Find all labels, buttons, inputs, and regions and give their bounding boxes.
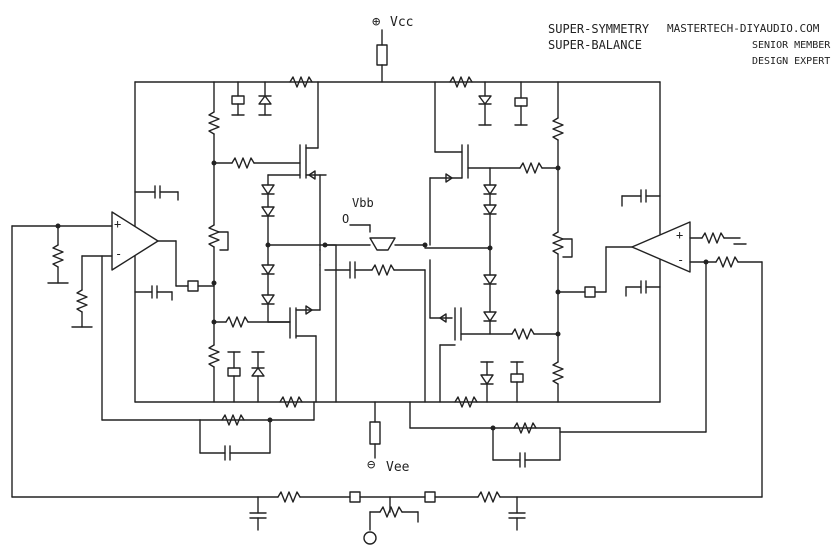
- right-ladder: [552, 81, 573, 403]
- resistor-l1: [208, 111, 220, 135]
- resistor-bottom-left: [279, 396, 303, 408]
- left-feedback-network: [199, 401, 315, 461]
- resistor-r2: [552, 231, 564, 255]
- resistor-top-right: [449, 76, 473, 88]
- left-input-network: [11, 223, 201, 498]
- right-top-network: [478, 81, 528, 126]
- left-ladder: [208, 81, 229, 403]
- right-bottom-network: [480, 361, 524, 403]
- vee-rail: [134, 396, 661, 459]
- left-opamp-plus: +: [114, 217, 122, 231]
- speaker-symbol: [369, 237, 396, 251]
- input-source-symbol: ⊙: [362, 529, 370, 545]
- vee-label: Vee: [386, 460, 410, 475]
- resistor-r1: [552, 117, 564, 141]
- vcc-fuse: [376, 44, 388, 66]
- vbb-label: Vbb: [352, 196, 374, 210]
- rank-line-2: DESIGN EXPERT: [752, 56, 831, 67]
- left-upper-mosfet: [213, 81, 327, 251]
- rank-line-1: SENIOR MEMBER: [752, 40, 831, 51]
- left-lower-mosfet: [213, 264, 321, 403]
- site-name: MASTERTECH-DIYAUDIO.COM: [667, 22, 820, 35]
- vcc-label: Vcc: [390, 15, 414, 30]
- left-diode-string: [261, 174, 336, 323]
- vcc-rail: [134, 29, 661, 88]
- right-upper-mosfet: [429, 81, 559, 246]
- left-bottom-network: [227, 351, 265, 403]
- bottom-input-network: [11, 491, 763, 545]
- left-top-network: [231, 81, 272, 116]
- center-output: [319, 224, 428, 403]
- left-opamp-minus: -: [115, 247, 123, 261]
- vee-fuse: [369, 421, 381, 445]
- input-source-circle: [363, 531, 377, 545]
- vee-minus-symbol: ⊖: [367, 457, 376, 473]
- left-opamp: [111, 81, 215, 403]
- right-diode-string: [424, 167, 497, 335]
- vbb-terminal-symbol: O: [342, 212, 350, 226]
- resistor-r3: [552, 361, 564, 385]
- resistor-top-left: [289, 76, 313, 88]
- resistor-l3: [208, 344, 220, 368]
- right-lower-mosfet: [424, 259, 559, 403]
- right-opamp-minus: -: [677, 253, 685, 267]
- resistor-bottom-right: [454, 396, 478, 408]
- title-line-1: SUPER-SYMMETRY: [548, 22, 650, 36]
- right-opamp-plus: +: [676, 228, 684, 242]
- vcc-plus-symbol: ⊕: [372, 14, 381, 30]
- title-line-2: SUPER-BALANCE: [548, 38, 642, 52]
- resistor-l2: [208, 224, 220, 248]
- right-opamp: [557, 81, 763, 498]
- right-feedback-network: [409, 401, 707, 468]
